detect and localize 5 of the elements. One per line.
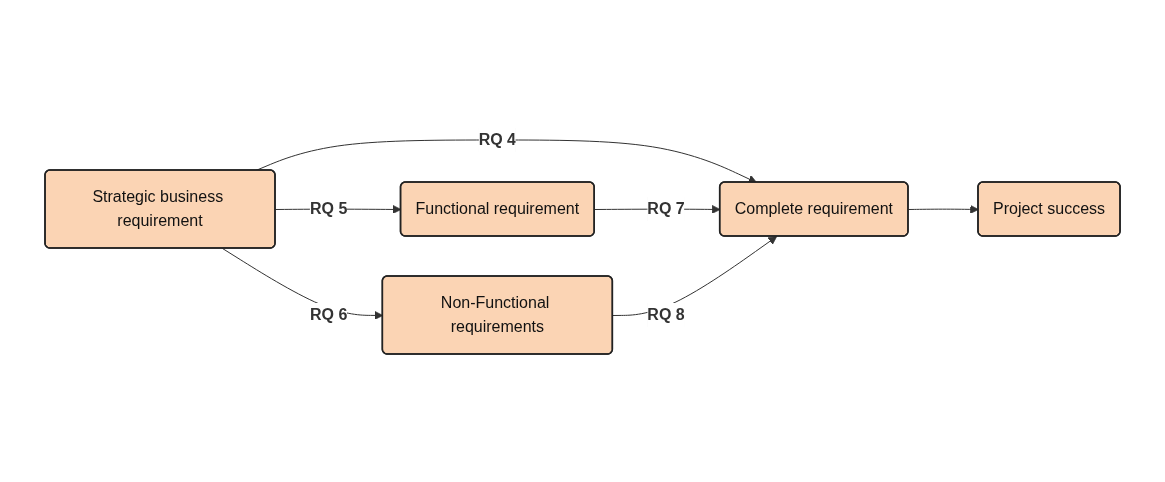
edge-label: RQ 7 [647, 200, 685, 217]
edge-label: RQ 5 [309, 200, 348, 217]
edge-label: RQ 6 [309, 306, 348, 323]
edge-label: RQ 4 [478, 131, 516, 148]
edge-label: RQ 8 [647, 306, 685, 323]
